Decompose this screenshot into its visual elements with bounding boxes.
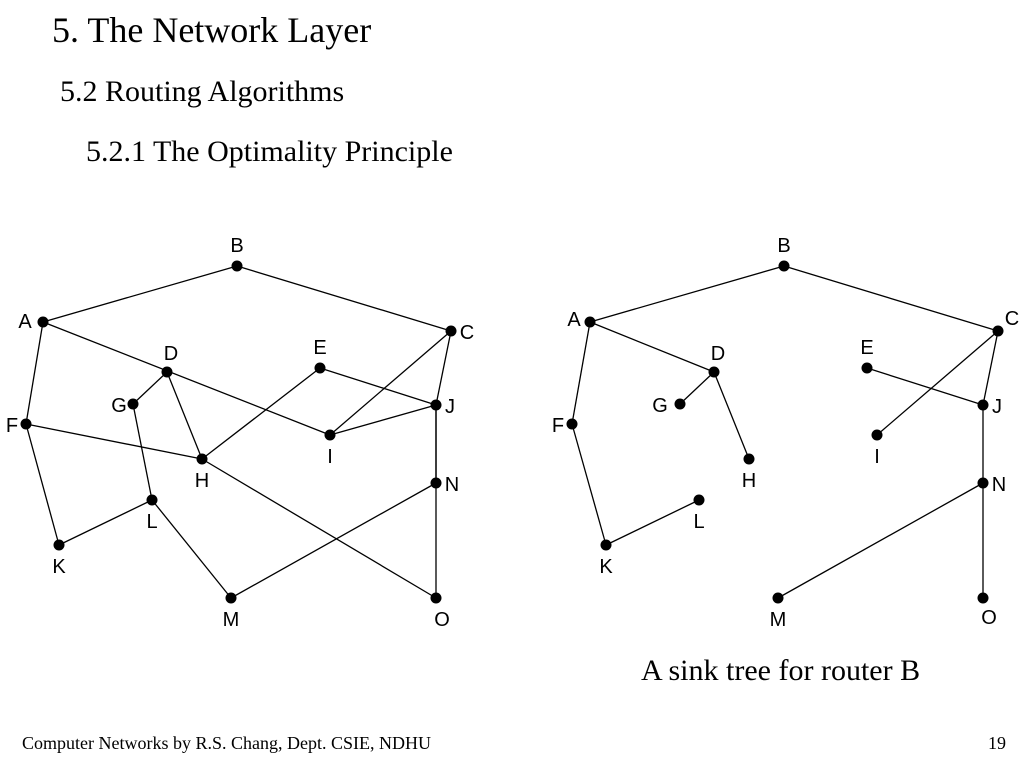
section-heading: 5.2 Routing Algorithms [60, 75, 345, 108]
network-node-k [53, 539, 65, 551]
sink-tree-node-j [977, 399, 989, 411]
footer-credit: Computer Networks by R.S. Chang, Dept. C… [22, 733, 431, 753]
sink-tree-caption: A sink tree for router B [641, 654, 921, 687]
sink-tree-node-label-c: C [1005, 308, 1019, 330]
sink-tree-node-i [871, 429, 883, 441]
network-node-label-h: H [195, 470, 209, 492]
sink-tree-node-label-d: D [711, 343, 725, 365]
network-edge-d-h [166, 371, 203, 460]
page-number: 19 [988, 733, 1006, 753]
sink-tree-node-h [743, 453, 755, 465]
network-node-label-j: J [445, 396, 455, 418]
sink-tree-node-k [600, 539, 612, 551]
subsection-heading: 5.2.1 The Optimality Principle [86, 135, 453, 168]
network-node-label-b: B [230, 235, 243, 257]
sink-tree-node-m [772, 592, 784, 604]
network-edge-a-b [42, 265, 238, 323]
network-node-label-c: C [460, 322, 474, 344]
network-node-e [314, 362, 326, 374]
network-node-label-o: O [434, 609, 450, 631]
network-node-label-m: M [223, 609, 240, 631]
sink-tree-node-label-l: L [693, 511, 704, 533]
sink-tree-node-label-h: H [742, 470, 756, 492]
network-node-label-e: E [313, 337, 326, 359]
network-node-n [430, 477, 442, 489]
sink-tree-edge-f-k [571, 423, 607, 546]
sink-tree-node-l [693, 494, 705, 506]
network-node-l [146, 494, 158, 506]
network-edge-n-m [230, 482, 437, 599]
network-node-i [324, 429, 336, 441]
network-edge-e-j [319, 367, 437, 406]
sink-tree-node-label-i: I [874, 446, 880, 468]
sink-tree-graph: A B C D E F G H I J K L M N O [552, 235, 1019, 631]
network-edge-i-j [329, 404, 437, 436]
network-node-c [445, 325, 457, 337]
sink-tree-edge-c-j [982, 330, 999, 406]
sink-tree-node-label-b: B [777, 235, 790, 257]
network-node-label-f: F [6, 415, 18, 437]
network-edge-b-c [236, 265, 452, 332]
sink-tree-node-b [778, 260, 790, 272]
sink-tree-node-label-j: J [992, 396, 1002, 418]
network-node-m [225, 592, 237, 604]
network-node-d [161, 366, 173, 378]
sink-tree-node-label-o: O [981, 607, 997, 629]
network-graph: A B C D E F G H I J K L M N O [6, 235, 474, 631]
network-edge-h-o [201, 458, 437, 599]
network-node-label-k: K [52, 556, 66, 578]
network-node-h [196, 453, 208, 465]
sink-tree-node-label-n: N [992, 474, 1006, 496]
network-node-label-a: A [18, 311, 32, 333]
sink-tree-node-label-k: K [599, 556, 613, 578]
sink-tree-node-label-f: F [552, 415, 564, 437]
network-edge-f-k [25, 423, 60, 546]
sink-tree-edge-a-d [589, 321, 715, 373]
network-edge-d-g [132, 371, 168, 405]
network-node-g [127, 398, 139, 410]
sink-tree-edge-d-g [679, 371, 715, 405]
sink-tree-node-label-a: A [567, 309, 581, 331]
sink-tree-edge-b-c [783, 265, 999, 332]
network-edge-l-k [58, 499, 153, 546]
sink-tree-node-n [977, 477, 989, 489]
sink-tree-edge-a-b [589, 265, 785, 323]
sink-tree-edge-n-m [777, 482, 984, 599]
sink-tree-node-label-m: M [770, 609, 787, 631]
sink-tree-edge-d-h [713, 371, 750, 460]
sink-tree-node-d [708, 366, 720, 378]
sink-tree-edge-e-j [866, 367, 984, 406]
network-node-label-n: N [445, 474, 459, 496]
sink-tree-edge-a-f [571, 321, 591, 425]
network-node-label-d: D [164, 343, 178, 365]
network-edge-a-f [25, 321, 44, 425]
network-edge-l-m [151, 499, 232, 599]
sink-tree-node-f [566, 418, 578, 430]
network-node-label-g: G [111, 395, 127, 417]
sink-tree-node-e [861, 362, 873, 374]
network-node-j [430, 399, 442, 411]
sink-tree-edge-c-i [876, 330, 999, 436]
network-node-f [20, 418, 32, 430]
network-edge-f-h [25, 423, 203, 460]
network-node-label-i: I [327, 446, 333, 468]
sink-tree-node-label-e: E [860, 337, 873, 359]
sink-tree-node-g [674, 398, 686, 410]
sink-tree-node-o [977, 592, 989, 604]
network-edge-g-l [132, 403, 153, 501]
network-edge-c-i [329, 330, 452, 436]
network-node-b [231, 260, 243, 272]
network-node-a [37, 316, 49, 328]
network-edge-h-e [201, 367, 321, 460]
network-edge-a-i [42, 321, 331, 436]
sink-tree-edge-k-l [605, 499, 700, 546]
network-node-o [430, 592, 442, 604]
sink-tree-node-label-g: G [652, 395, 668, 417]
sink-tree-node-a [584, 316, 596, 328]
network-edge-c-j [435, 330, 452, 406]
sink-tree-node-c [992, 325, 1004, 337]
slide-title: 5. The Network Layer [52, 10, 372, 50]
network-node-label-l: L [146, 511, 157, 533]
